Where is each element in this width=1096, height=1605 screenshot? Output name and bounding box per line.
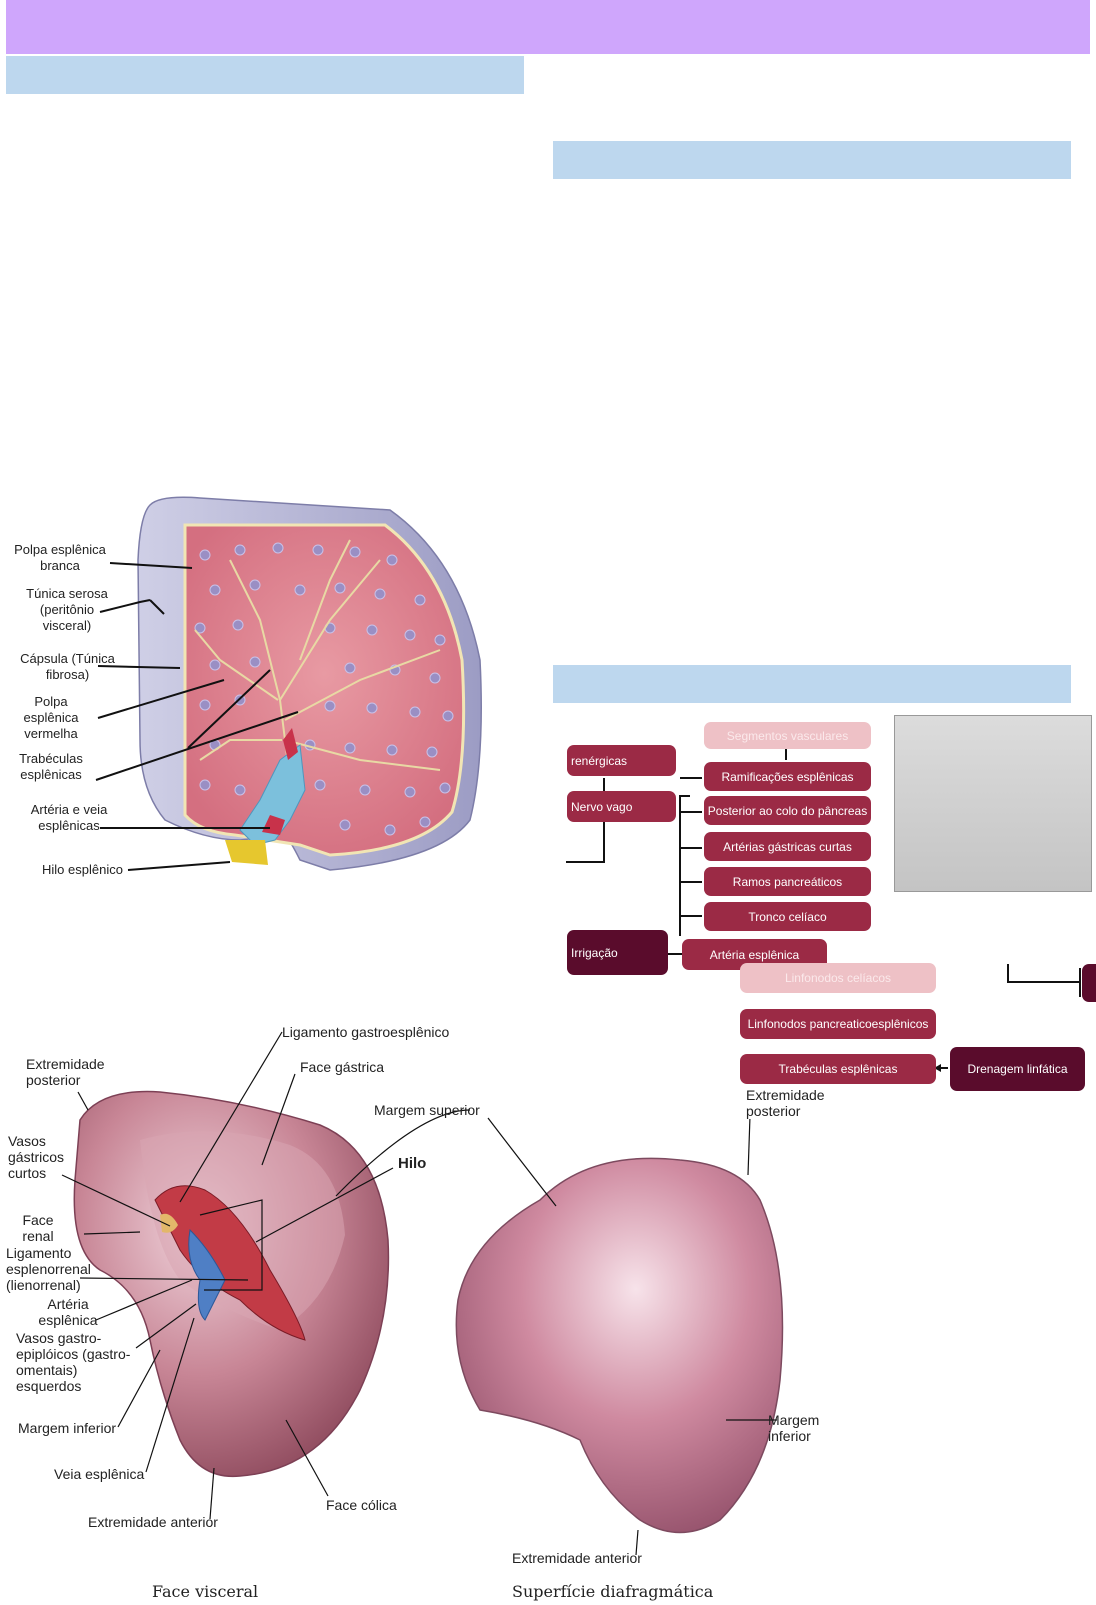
section-bar-right-top	[553, 141, 1071, 179]
label-extremidade-anterior-visceral: Extremidade anterior	[88, 1514, 218, 1530]
node-drenagem-linfatica: Drenagem linfática	[950, 1047, 1085, 1091]
label-margem-superior: Margem superior	[374, 1102, 480, 1118]
caption-superficie-diafragmatica: Superfície diafragmática	[512, 1582, 714, 1601]
section-bar-left	[6, 56, 524, 94]
trabeculae	[194, 539, 441, 781]
label-extremidade-anterior-diafragmatica: Extremidade anterior	[512, 1550, 642, 1566]
label-capsula: Cápsula (Túnica fibrosa)	[20, 651, 115, 682]
label-veia-esplenica: Veia esplênica	[54, 1466, 145, 1482]
node-ramificacoes-esplenicas: Ramificações esplênicas	[704, 762, 871, 791]
label-vasos-gastricos-curtos: Vasos gástricos curtos	[8, 1133, 65, 1181]
node-cut-off	[1082, 964, 1096, 1002]
node-linfonodos-celiacos: Linfonodos celíacos	[740, 963, 936, 993]
label-tunica-serosa: Túnica serosa (peritônio visceral)	[26, 586, 108, 633]
label-margem-inferior-diafragmatica: Margem inferior	[768, 1412, 820, 1444]
node-arterias-gastricas-curtas: Artérias gástricas curtas	[704, 832, 871, 861]
label-ligamento-gastroesplenico: Ligamento gastroesplênico	[282, 1024, 450, 1040]
label-polpa-esplenica-vermelha: Polpa esplênica vermelha	[23, 694, 79, 741]
label-extremidade-posterior-visceral: Extremidade posterior	[26, 1056, 105, 1088]
white-pulp-follicles	[194, 542, 454, 836]
label-face-colica: Face cólica	[326, 1497, 397, 1513]
figure1-leader-lines	[95, 562, 299, 871]
title-banner	[6, 0, 1090, 54]
label-vasos-gastro-epiploicos: Vasos gastro- epiplóicos (gastro- omenta…	[16, 1330, 131, 1394]
label-ligamento-esplenorrenal: Ligamento esplenorrenal (lienorrenal)	[6, 1245, 91, 1293]
label-polpa-esplenica-branca: Polpa esplênica branca	[14, 542, 106, 573]
node-linfonodos-pancreaticoesplenicos: Linfonodos pancreaticoesplênicos	[740, 1009, 936, 1039]
node-nervo-vago: Nervo vago	[567, 791, 676, 822]
label-hilo-esplenico: Hilo esplênico	[42, 862, 123, 877]
node-posterior-colo-pancreas: Posterior ao colo do pâncreas	[704, 796, 871, 825]
label-arteria-e-veia-esplenicas: Artéria e veia esplênicas	[30, 802, 108, 833]
node-ramos-pancreaticos: Ramos pancreáticos	[704, 867, 871, 896]
node-tronco-celiaco: Tronco celíaco	[704, 902, 871, 931]
gray-image-placeholder	[894, 715, 1092, 892]
section-bar-right-diagram	[553, 665, 1071, 703]
label-hilo: Hilo	[398, 1155, 427, 1172]
label-margem-inferior-visceral: Margem inferior	[18, 1420, 117, 1436]
node-trabeculas-esplenicas: Trabéculas esplênicas	[740, 1054, 936, 1084]
node-segmentos-vasculares: Segmentos vasculares	[704, 722, 871, 749]
label-arteria-esplenica: Artéria esplênica	[38, 1296, 98, 1328]
label-trabeculas-esplenicas: Trabéculas esplênicas	[19, 751, 83, 782]
label-extremidade-posterior-diafragmatica: Extremidade posterior	[746, 1087, 825, 1119]
node-adrenergicas: renérgicas	[567, 745, 676, 776]
label-face-renal: Face renal	[22, 1212, 54, 1244]
label-face-gastrica: Face gástrica	[300, 1059, 385, 1075]
node-irrigacao: Irrigação	[567, 930, 668, 975]
caption-face-visceral: Face visceral	[152, 1582, 259, 1601]
